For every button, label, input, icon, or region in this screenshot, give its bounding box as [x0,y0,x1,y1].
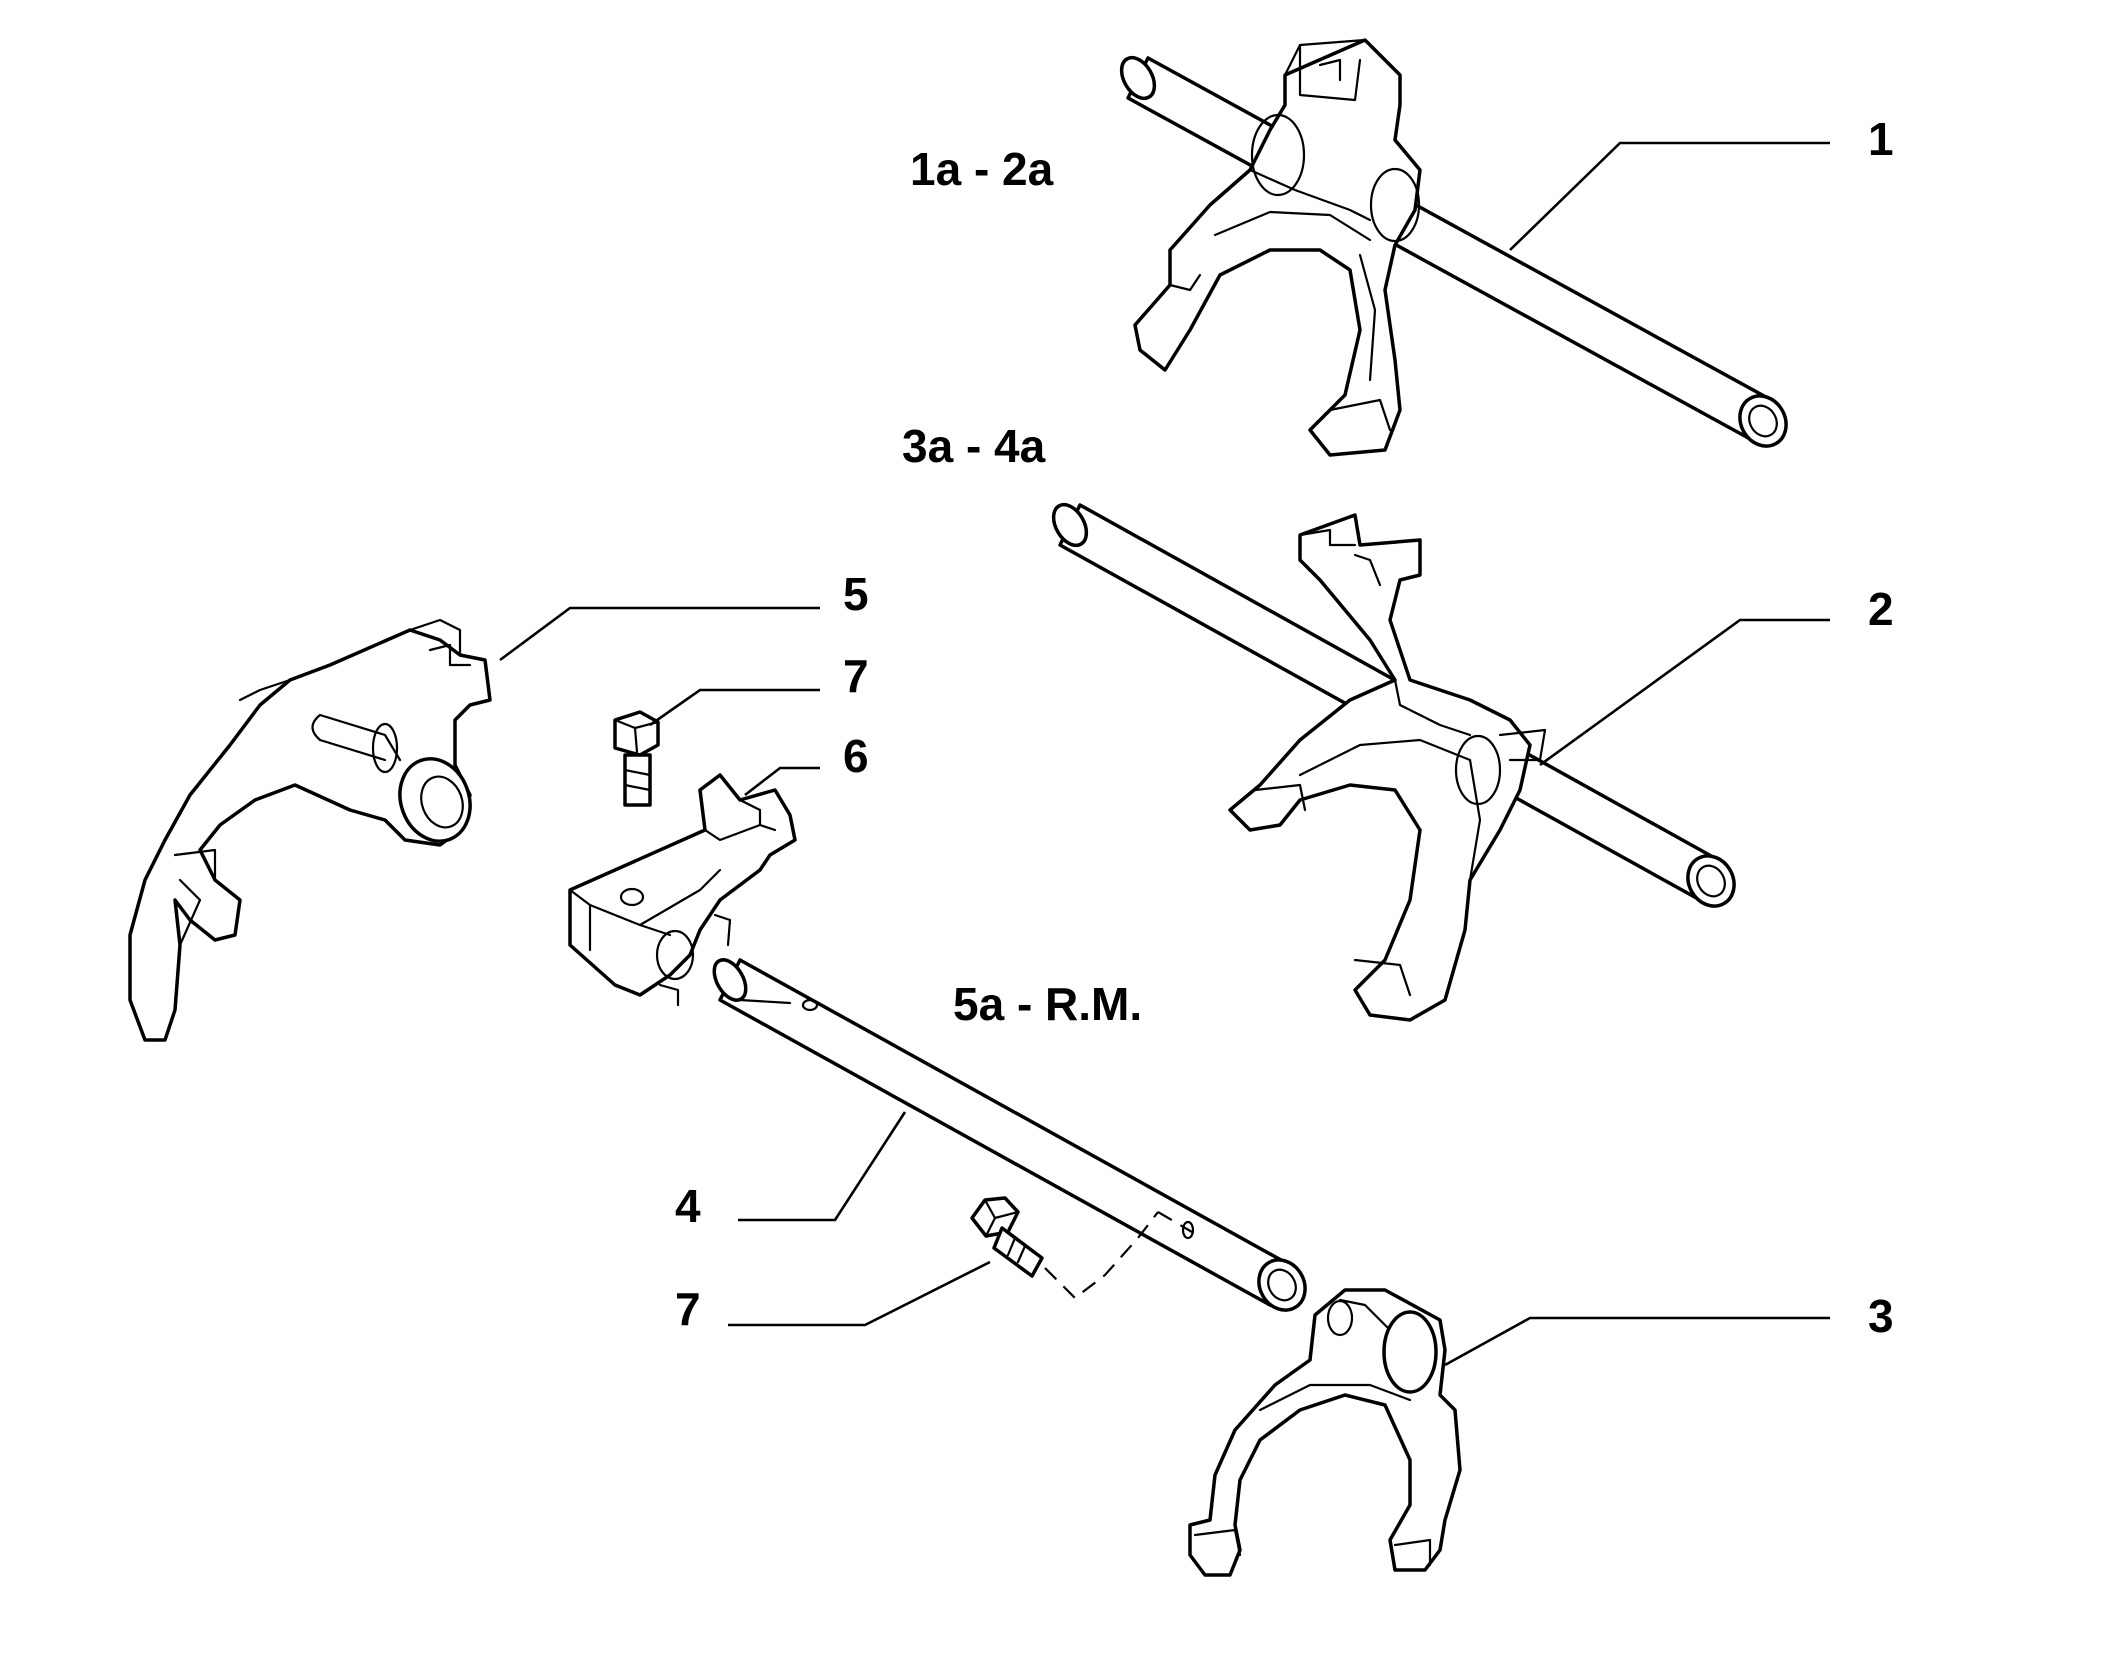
callout-1: 1 [1868,113,1894,165]
leader-6 [744,766,820,797]
part-2-fork [1228,513,1547,1022]
part-5-shift-fork [128,618,492,1042]
callout-5: 5 [843,568,869,620]
leader-1 [1509,141,1830,251]
callout-7-lower: 7 [675,1283,701,1335]
part-1-shift-fork-1-2-assembly [1119,38,1788,457]
leader-7-lower [728,1260,991,1327]
part-4-shift-rod [712,958,1307,1312]
callout-4: 4 [675,1180,701,1232]
part-2-shift-fork-3-4-assembly [1051,502,1736,1022]
callout-3: 3 [1868,1290,1894,1342]
callout-7-upper: 7 [843,650,869,702]
group-label-5a-rm: 5a - R.M. [953,978,1142,1030]
leader-7-upper [649,688,820,727]
leader-lines [499,141,1830,1367]
group-label-3a-4a: 3a - 4a [902,420,1046,472]
part-7-bolt-lower [970,1196,1044,1278]
group-label-1a-2a: 1a - 2a [910,143,1054,195]
part-7-bolt-upper [613,710,660,807]
leader-4 [738,1111,907,1222]
callout-2: 2 [1868,583,1894,635]
callout-6: 6 [843,730,869,782]
part-3-shift-fork [1188,1288,1462,1577]
part-6-selector-block [568,773,797,1007]
part-1-fork [1133,38,1422,457]
leader-2 [1539,618,1830,767]
leader-3 [1444,1316,1830,1367]
leader-5 [499,606,820,662]
alignment-dashed-line [1044,1211,1159,1300]
